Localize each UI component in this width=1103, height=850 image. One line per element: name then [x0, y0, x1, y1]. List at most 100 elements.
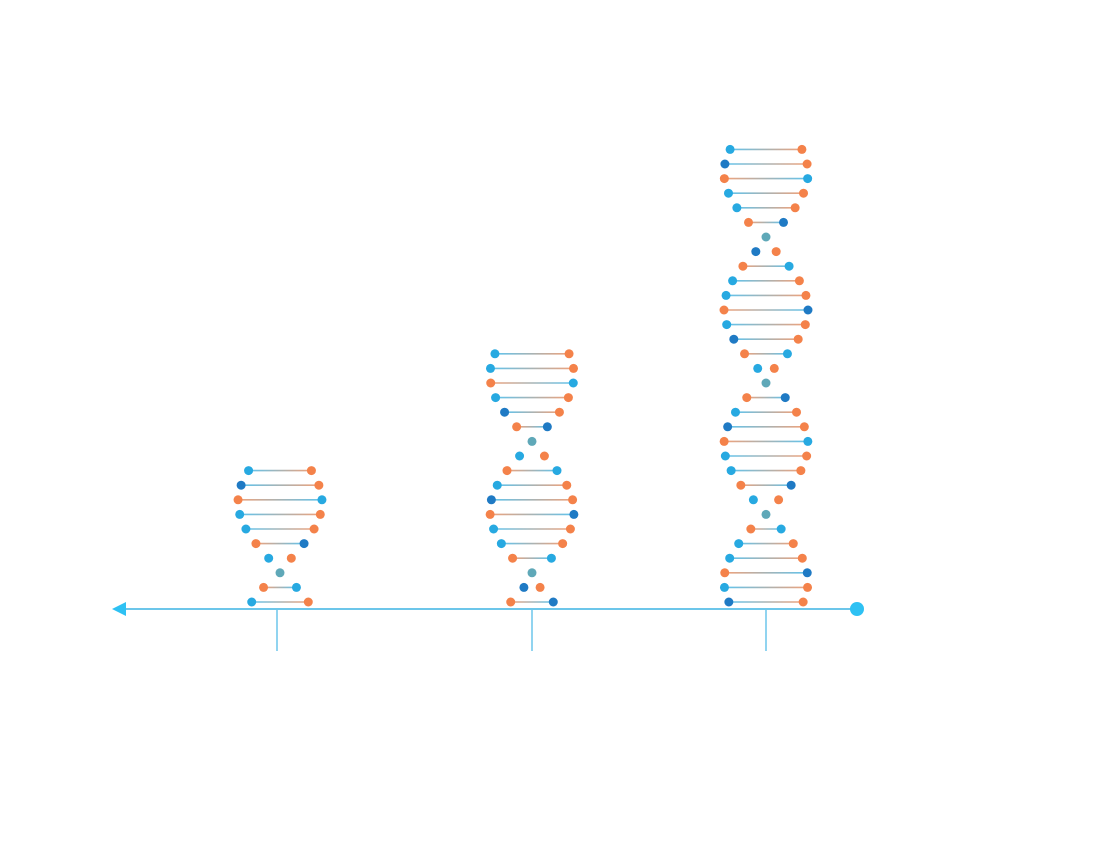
base-dot	[803, 174, 813, 184]
base-dot	[793, 334, 803, 344]
base-dot	[539, 451, 549, 461]
base-dot	[751, 247, 761, 257]
base-dot	[259, 582, 269, 592]
base-dot	[728, 276, 738, 286]
base-dot	[489, 524, 499, 534]
dna-base-pair	[519, 582, 545, 592]
dna-base-pair	[736, 480, 796, 490]
dna-base-pair	[725, 144, 807, 154]
base-dot	[746, 524, 756, 534]
base-dot	[776, 524, 786, 534]
base-dot	[799, 188, 809, 198]
dna-base-pair	[744, 217, 788, 227]
timeline-axis	[112, 602, 864, 651]
base-dot	[736, 480, 746, 490]
base-dot	[558, 539, 568, 549]
dna-base-pair	[742, 393, 790, 403]
base-dot	[241, 524, 251, 534]
dna-base-pair	[275, 568, 285, 578]
base-dot	[726, 466, 736, 476]
base-dot	[548, 597, 558, 607]
dna-base-pair	[264, 553, 296, 563]
dna-base-pair	[486, 495, 578, 505]
dna-base-pair	[740, 349, 792, 359]
base-dot	[744, 217, 754, 227]
dna-base-pair	[244, 466, 316, 476]
axis-end-dot	[850, 602, 864, 616]
base-dot	[761, 378, 771, 388]
dna-base-pair	[236, 480, 324, 490]
base-dot	[800, 320, 810, 330]
base-dot	[299, 539, 309, 549]
base-dot	[797, 144, 807, 154]
dna-base-pair	[247, 597, 313, 607]
dna-base-pair	[732, 203, 800, 213]
base-dot	[306, 466, 316, 476]
base-dot	[780, 393, 790, 403]
base-dot	[564, 349, 574, 359]
base-dot	[801, 290, 811, 300]
base-dot	[796, 466, 806, 476]
base-dot	[738, 261, 748, 271]
base-dot	[303, 597, 313, 607]
base-dot	[774, 495, 784, 505]
base-dot	[562, 480, 572, 490]
base-dot	[508, 553, 518, 563]
base-dot	[753, 363, 763, 373]
base-dot	[500, 407, 510, 417]
base-dot	[719, 436, 729, 446]
dna-base-pair	[259, 582, 301, 592]
base-dot	[527, 436, 537, 446]
base-dot	[568, 495, 578, 505]
base-dot	[563, 393, 573, 403]
dna-helix-small	[233, 466, 327, 607]
dna-base-pair	[527, 568, 537, 578]
dna-base-pair	[748, 495, 784, 505]
dna-base-pair	[719, 174, 813, 184]
dna-base-pair	[738, 261, 794, 271]
dna-base-pair	[241, 524, 319, 534]
dna-helix-medium	[485, 349, 579, 607]
dna-base-pair	[527, 436, 537, 446]
base-dot	[309, 524, 319, 534]
base-dot	[496, 539, 506, 549]
base-dot	[490, 349, 500, 359]
base-dot	[244, 466, 254, 476]
base-dot	[515, 451, 525, 461]
dna-base-pair	[251, 539, 309, 549]
base-dot	[568, 378, 578, 388]
base-dot	[748, 495, 758, 505]
dna-base-pair	[721, 290, 811, 300]
base-dot	[315, 509, 325, 519]
base-dot	[740, 349, 750, 359]
base-dot	[724, 597, 734, 607]
base-dot	[512, 422, 522, 432]
base-dot	[803, 305, 813, 315]
base-dot	[291, 582, 301, 592]
dna-base-pair	[723, 188, 809, 198]
dna-base-pair	[485, 363, 579, 373]
base-dot	[491, 393, 501, 403]
base-dot	[803, 436, 813, 446]
base-dot	[565, 524, 575, 534]
dna-base-pair	[489, 524, 575, 534]
base-dot	[786, 480, 796, 490]
base-dot	[317, 495, 327, 505]
base-dot	[719, 582, 729, 592]
dna-base-pair	[508, 553, 556, 563]
base-dot	[761, 509, 771, 519]
dna-base-pair	[719, 436, 813, 446]
base-dot	[569, 509, 579, 519]
base-dot	[803, 582, 813, 592]
axis-arrow-left-icon	[112, 602, 126, 616]
base-dot	[720, 451, 730, 461]
base-dot	[519, 582, 529, 592]
base-dot	[730, 407, 740, 417]
base-dot	[486, 495, 496, 505]
dna-base-pair	[728, 276, 804, 286]
base-dot	[792, 407, 802, 417]
base-dot	[264, 553, 274, 563]
dna-base-pair	[719, 305, 813, 315]
base-dot	[720, 568, 730, 578]
